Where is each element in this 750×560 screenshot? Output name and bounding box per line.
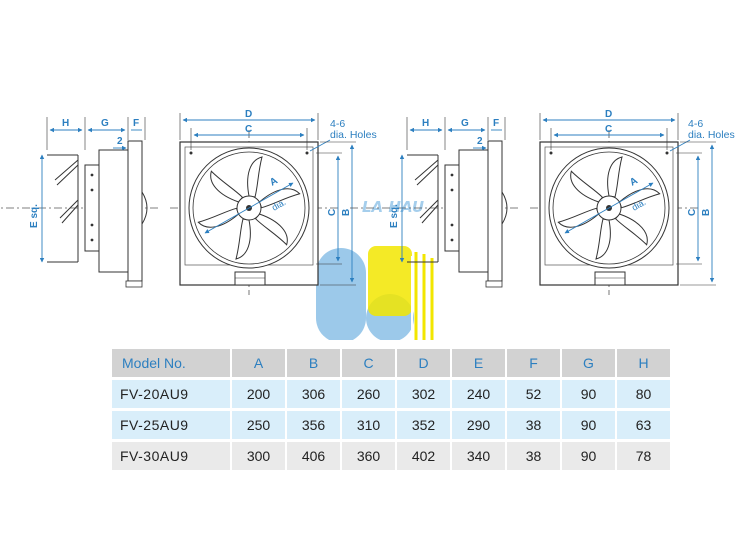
- watermark-text: LA HAU: [362, 198, 424, 216]
- cell-h: 80: [617, 380, 670, 408]
- cell-g: 90: [562, 411, 615, 439]
- hole-note-line2-left: dia. Holes: [330, 129, 377, 141]
- cell-g: 90: [562, 442, 615, 470]
- dim-label-d-right: D: [605, 109, 612, 120]
- table-row: FV-25AU9 250 356 310 352 290 38 90 63: [112, 411, 670, 439]
- header-e: E: [452, 349, 505, 377]
- header-b: B: [287, 349, 340, 377]
- cell-h: 63: [617, 411, 670, 439]
- dim-label-h-left: H: [62, 118, 69, 129]
- dim-label-c-top-right: C: [605, 124, 612, 135]
- header-f: F: [507, 349, 560, 377]
- cell-f: 52: [507, 380, 560, 408]
- header-a: A: [232, 349, 285, 377]
- cell-e: 290: [452, 411, 505, 439]
- dim-label-f-left: F: [133, 118, 139, 129]
- fan-dimension-drawing: LA HAU H G F 2 E sq. D C A dia. B C 4-6 …: [0, 109, 735, 340]
- cell-a: 250: [232, 411, 285, 439]
- dim-label-h-right: H: [422, 118, 429, 129]
- cell-e: 340: [452, 442, 505, 470]
- dim-label-c-top-left: C: [245, 124, 252, 135]
- table-row: FV-20AU9 200 306 260 302 240 52 90 80: [112, 380, 670, 408]
- header-model: Model No.: [112, 349, 230, 377]
- dim-label-e-left: E sq.: [29, 204, 40, 228]
- cell-g: 90: [562, 380, 615, 408]
- dim-label-b-left: B: [341, 209, 352, 216]
- side-view-drawing-left: [0, 117, 160, 287]
- cell-c: 360: [342, 442, 395, 470]
- hole-note-line1-left: 4-6: [330, 118, 345, 130]
- cell-c: 260: [342, 380, 395, 408]
- hole-note-line2-right: dia. Holes: [688, 129, 735, 141]
- cell-h: 78: [617, 442, 670, 470]
- cell-d: 302: [397, 380, 450, 408]
- cell-a: 200: [232, 380, 285, 408]
- table-header-row: Model No. A B C D E F G H: [112, 349, 670, 377]
- dim-label-2-left: 2: [117, 136, 123, 147]
- header-g: G: [562, 349, 615, 377]
- dim-label-e-right: E sq.: [389, 204, 400, 228]
- cell-model: FV-20AU9: [112, 380, 230, 408]
- specs-table: Model No. A B C D E F G H FV-20AU9 200 3…: [110, 346, 672, 473]
- cell-d: 352: [397, 411, 450, 439]
- header-c: C: [342, 349, 395, 377]
- header-d: D: [397, 349, 450, 377]
- cell-b: 306: [287, 380, 340, 408]
- table-row: FV-30AU9 300 406 360 402 340 38 90 78: [112, 442, 670, 470]
- dim-label-a-left: A: [268, 175, 280, 188]
- cell-f: 38: [507, 411, 560, 439]
- cell-model: FV-30AU9: [112, 442, 230, 470]
- dim-label-2-right: 2: [477, 136, 483, 147]
- watermark: LA HAU: [316, 198, 434, 340]
- cell-d: 402: [397, 442, 450, 470]
- dim-label-b-right: B: [701, 209, 712, 216]
- cell-f: 38: [507, 442, 560, 470]
- dim-label-g-right: G: [461, 118, 469, 129]
- dim-label-f-right: F: [493, 118, 499, 129]
- cell-model: FV-25AU9: [112, 411, 230, 439]
- dim-label-a-right: A: [628, 175, 640, 188]
- dim-label-d-left: D: [245, 109, 252, 120]
- dim-label-c-side-right: C: [687, 209, 698, 216]
- dim-label-c-side-left: C: [327, 209, 338, 216]
- cell-b: 406: [287, 442, 340, 470]
- cell-a: 300: [232, 442, 285, 470]
- dim-label-g-left: G: [101, 118, 109, 129]
- cell-c: 310: [342, 411, 395, 439]
- cell-e: 240: [452, 380, 505, 408]
- hole-note-line1-right: 4-6: [688, 118, 703, 130]
- cell-b: 356: [287, 411, 340, 439]
- header-h: H: [617, 349, 670, 377]
